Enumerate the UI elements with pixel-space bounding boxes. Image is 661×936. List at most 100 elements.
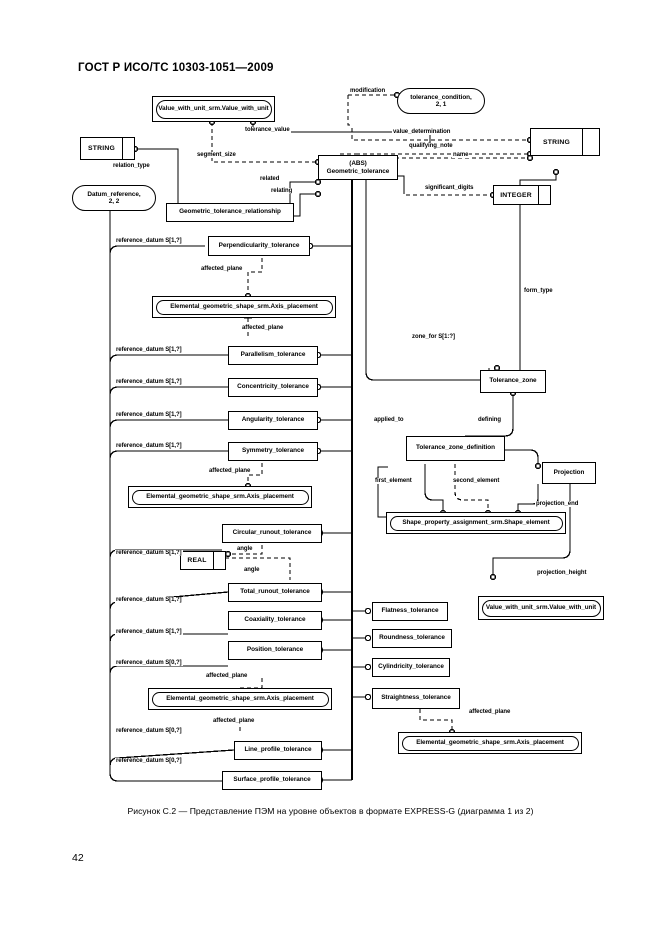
abstract-marker: (ABS) (349, 160, 367, 168)
edge-label-qualifying-note: qualifying_note (408, 143, 454, 149)
type-tail (122, 138, 134, 159)
entity-label: Elemental_geometric_shape_srm.Axis_place… (155, 299, 333, 315)
entity-coaxiality-tolerance[interactable]: Coaxiality_tolerance (228, 611, 322, 630)
entity-surface-profile-tolerance[interactable]: Surface_profile_tolerance (222, 771, 322, 790)
edge-label-relating: relating (270, 188, 294, 194)
entity-axis-placement-4[interactable]: Elemental_geometric_shape_srm.Axis_place… (398, 732, 582, 754)
entity-label: Angularity_tolerance (241, 416, 305, 424)
entity-geometric-tolerance[interactable]: (ABS) Geometric_tolerance (318, 155, 398, 180)
entity-label: Value_with_unit_srm.Value_with_unit (155, 99, 272, 119)
page-number: 42 (72, 852, 84, 864)
entity-label: Total_runout_tolerance (240, 588, 310, 596)
entity-shape-element[interactable]: Shape_property_assignment_srm.Shape_elem… (386, 512, 566, 534)
edge-label-projection-height: projection_height (536, 570, 588, 576)
entity-cylindricity-tolerance[interactable]: Cylindricity_tolerance (372, 658, 450, 677)
entity-label: Elemental_geometric_shape_srm.Axis_place… (131, 489, 309, 505)
entity-geometric-tolerance-relationship[interactable]: Geometric_tolerance_relationship (166, 203, 294, 222)
entity-concentricity-tolerance[interactable]: Concentricity_tolerance (228, 378, 318, 397)
edge-label-modification: modification (349, 88, 387, 94)
edge-label-reference-datum-1: reference_datum S[1,?] (115, 238, 183, 244)
edge-label-affected-plane-4: affected_plane (205, 673, 249, 679)
entity-page-ref: 2, 1 (435, 101, 447, 108)
edge-label-affected-plane-6: affected_plane (468, 709, 512, 715)
entity-projection[interactable]: Projection (542, 462, 596, 484)
type-string-right[interactable]: STRING (530, 128, 600, 156)
edge-label-name: name (452, 152, 470, 158)
entity-axis-placement-1[interactable]: Elemental_geometric_shape_srm.Axis_place… (152, 296, 336, 318)
type-label: REAL (187, 557, 207, 564)
express-g-diagram: Value_with_unit_srm.Value_with_unit STRI… (0, 80, 661, 795)
type-tail (213, 552, 225, 569)
edge-label-reference-datum-9: reference_datum S[0,?] (115, 660, 183, 666)
entity-circular-runout-tolerance[interactable]: Circular_runout_tolerance (222, 524, 322, 543)
entity-total-runout-tolerance[interactable]: Total_runout_tolerance (228, 583, 322, 602)
entity-flatness-tolerance[interactable]: Flatness_tolerance (372, 602, 448, 621)
edge-label-first-element: first_element (374, 478, 413, 484)
entity-label: Surface_profile_tolerance (233, 776, 311, 784)
entity-position-tolerance[interactable]: Position_tolerance (228, 641, 322, 660)
edge-label-reference-datum-10: reference_datum S[0,?] (115, 728, 183, 734)
edge-label-second-element: second_element (452, 478, 501, 484)
edge-label-defining: defining (477, 417, 502, 423)
entity-label: Elemental_geometric_shape_srm.Axis_place… (151, 691, 329, 707)
entity-value-with-unit-top[interactable]: Value_with_unit_srm.Value_with_unit (152, 96, 275, 122)
entity-label: Parallelism_tolerance (240, 351, 306, 359)
entity-page-ref: 2, 2 (108, 198, 120, 205)
edge-label-angle-2: angle (243, 567, 261, 573)
type-tail (582, 129, 599, 155)
type-string-left[interactable]: STRING (80, 137, 135, 160)
edge-label-reference-datum-5: reference_datum S[1,?] (115, 443, 183, 449)
edge-label-projection-end: projection_end (535, 501, 580, 507)
edge-label-affected-plane-3: affected_plane (208, 468, 252, 474)
type-tail (538, 186, 550, 204)
edge-label-reference-datum-3: reference_datum S[1,?] (115, 379, 183, 385)
edge-label-value-determination: value_determination (392, 129, 452, 135)
entity-roundness-tolerance[interactable]: Roundness_tolerance (372, 629, 452, 648)
type-label: STRING (88, 145, 115, 152)
entity-label: Roundness_tolerance (379, 634, 445, 642)
entity-perpendicularity-tolerance[interactable]: Perpendicularity_tolerance (208, 236, 310, 256)
entity-label: Position_tolerance (246, 646, 304, 654)
entity-value-with-unit-bottom[interactable]: Value_with_unit_srm.Value_with_unit (478, 596, 604, 620)
entity-label: Flatness_tolerance (381, 607, 439, 615)
entity-straightness-tolerance[interactable]: Straightness_tolerance (372, 688, 460, 709)
entity-axis-placement-2[interactable]: Elemental_geometric_shape_srm.Axis_place… (128, 486, 312, 508)
entity-line-profile-tolerance[interactable]: Line_profile_tolerance (234, 741, 322, 760)
edge-label-related: related (259, 176, 281, 182)
edge-label-reference-datum-4: reference_datum S[1,?] (115, 412, 183, 418)
type-label: INTEGER (500, 191, 532, 199)
entity-label: Projection (553, 468, 585, 476)
edge-label-angle-1: angle (236, 546, 254, 552)
entity-label: Tolerance_zone_definition (416, 444, 495, 452)
type-tolerance-condition[interactable]: tolerance_condition, 2, 1 (397, 88, 485, 114)
entity-tolerance-zone-definition[interactable]: Tolerance_zone_definition (406, 436, 505, 461)
entity-angularity-tolerance[interactable]: Angularity_tolerance (228, 411, 318, 430)
entity-label: Straightness_tolerance (381, 694, 451, 702)
edge-label-affected-plane-1: affected_plane (200, 266, 244, 272)
entity-label: Value_with_unit_srm.Value_with_unit (481, 599, 601, 617)
entity-label: Line_profile_tolerance (244, 746, 312, 754)
entity-tolerance-zone[interactable]: Tolerance_zone (480, 370, 546, 393)
type-integer[interactable]: INTEGER (493, 185, 551, 205)
type-real[interactable]: REAL (180, 551, 226, 570)
edge-label-segment-size: segment_size (196, 152, 237, 158)
entity-label: Datum_reference, (87, 190, 141, 198)
type-datum-reference[interactable]: Datum_reference, 2, 2 (72, 185, 156, 211)
edge-label-applied-to: applied_to (373, 417, 405, 423)
entity-label: Geometric_tolerance_relationship (179, 208, 281, 216)
edge-label-affected-plane-5: affected_plane (212, 718, 256, 724)
entity-axis-placement-3[interactable]: Elemental_geometric_shape_srm.Axis_place… (148, 688, 332, 710)
entity-parallelism-tolerance[interactable]: Parallelism_tolerance (228, 346, 318, 365)
entity-label: Tolerance_zone (489, 377, 537, 385)
entity-label: Symmetry_tolerance (242, 447, 304, 455)
entity-symmetry-tolerance[interactable]: Symmetry_tolerance (228, 442, 318, 461)
entity-label: Cylindricity_tolerance (378, 663, 444, 671)
edge-label-relation-type: relation_type (112, 163, 151, 169)
edge-label-reference-datum-11: reference_datum S[0,?] (115, 758, 183, 764)
figure-caption: Рисунок C.2 — Представление ПЭМ на уровн… (127, 806, 534, 816)
standard-header: ГОСТ Р ИСО/ТС 10303-1051—2009 (78, 62, 274, 74)
edge-label-reference-datum-7: reference_datum S[1,?] (115, 597, 183, 603)
edge-label-tolerance-value: tolerance_value (244, 127, 291, 133)
entity-label: Shape_property_assignment_srm.Shape_elem… (389, 515, 563, 531)
